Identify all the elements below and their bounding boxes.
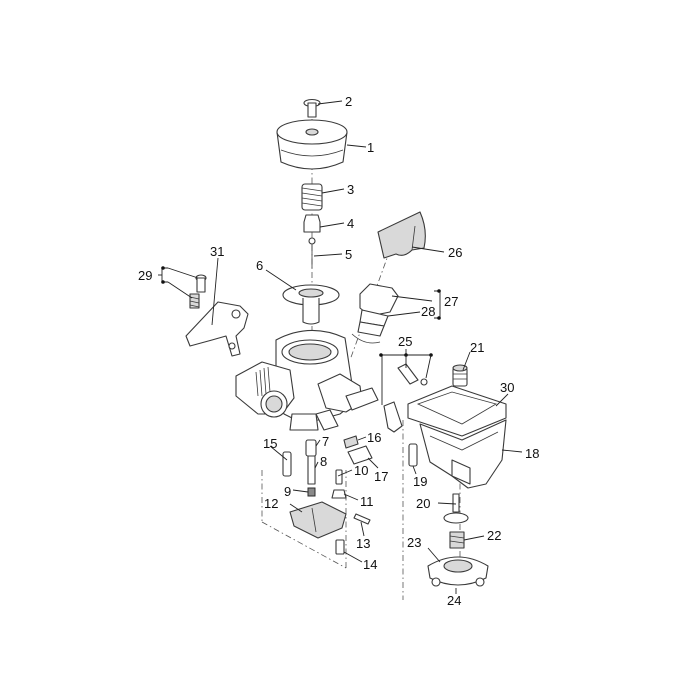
callout-15: 15 xyxy=(263,436,277,451)
callout-24: 24 xyxy=(447,593,461,608)
callout-12: 12 xyxy=(264,496,278,511)
callout-22: 22 xyxy=(487,528,501,543)
callout-18: 18 xyxy=(525,446,539,461)
jets-and-screws xyxy=(282,435,373,555)
callout-19: 19 xyxy=(413,474,427,489)
callout-3: 3 xyxy=(347,182,354,197)
callout-4: 4 xyxy=(347,216,354,231)
callout-13: 13 xyxy=(356,536,370,551)
callout-28: 28 xyxy=(421,304,435,319)
callout-17: 17 xyxy=(374,469,388,484)
carburetor-body xyxy=(235,329,379,431)
diaphragm-part-6 xyxy=(282,284,340,325)
callout-7: 7 xyxy=(322,434,329,449)
callout-27: 27 xyxy=(444,294,458,309)
bracket-marks xyxy=(158,266,441,379)
bracket-part-31 xyxy=(185,257,249,357)
callout-10: 10 xyxy=(354,463,368,478)
callout-23: 23 xyxy=(407,535,421,550)
callout-25: 25 xyxy=(398,334,412,349)
callout-2: 2 xyxy=(345,94,352,109)
callout-labels: 1 2 3 4 5 6 7 8 9 10 11 12 13 14 15 16 1… xyxy=(138,94,539,608)
spring-part-3 xyxy=(301,183,323,211)
float-bowl-part-18 xyxy=(407,385,507,489)
callout-9: 9 xyxy=(284,484,291,499)
jet-needle-part-5 xyxy=(308,237,316,268)
leader-lines xyxy=(265,100,523,594)
starter-assembly-part-27-28 xyxy=(351,283,399,344)
callout-14: 14 xyxy=(363,557,377,572)
callout-5: 5 xyxy=(345,247,352,262)
top-cover-part-1 xyxy=(276,119,348,170)
float-part-12 xyxy=(289,501,347,539)
callout-30: 30 xyxy=(500,380,514,395)
screws-part-29 xyxy=(189,274,207,309)
callout-8: 8 xyxy=(320,454,327,469)
boot-part-26 xyxy=(377,211,426,259)
callout-16: 16 xyxy=(367,430,381,445)
callout-31: 31 xyxy=(210,244,224,259)
bottom-cover-part-23 xyxy=(427,556,489,587)
callout-20: 20 xyxy=(416,496,430,511)
callout-11: 11 xyxy=(360,494,374,509)
hose-part-25 xyxy=(381,355,428,433)
screw-part-2 xyxy=(303,98,321,118)
callout-29: 29 xyxy=(138,268,152,283)
callout-21: 21 xyxy=(470,340,484,355)
callout-6: 6 xyxy=(256,258,263,273)
needle-cap-part-4 xyxy=(303,214,321,233)
callout-26: 26 xyxy=(448,245,462,260)
callout-1: 1 xyxy=(367,140,374,155)
plug-part-21 xyxy=(452,364,468,387)
